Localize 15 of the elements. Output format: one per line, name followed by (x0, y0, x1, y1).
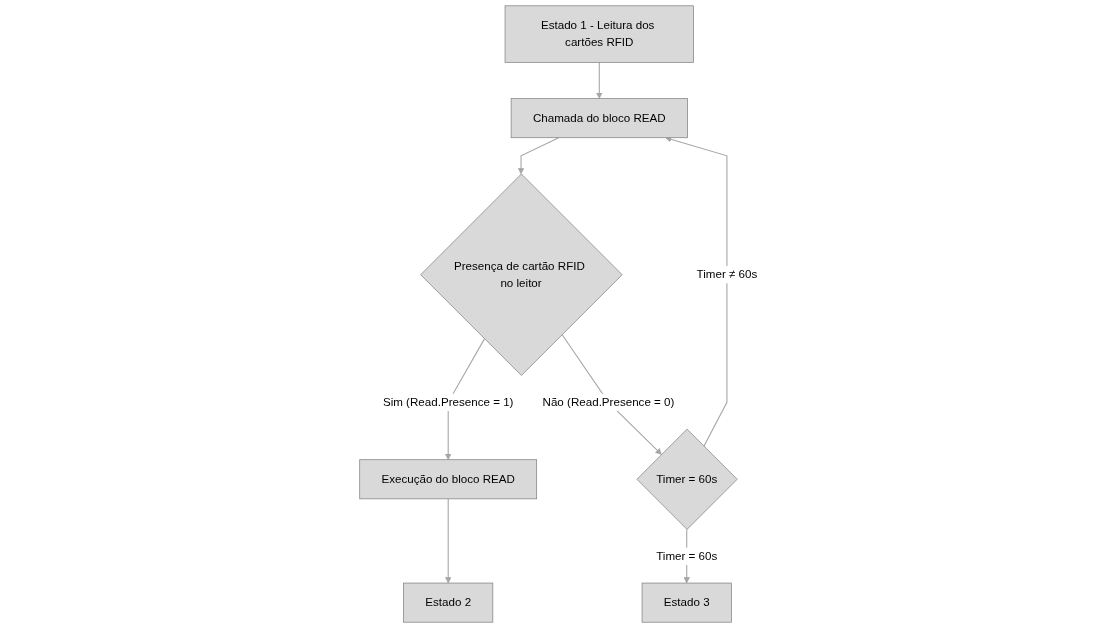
node-box: Estado 2 (403, 582, 494, 623)
node-diamond: Timer = 60s (636, 428, 738, 530)
arrow (596, 61, 603, 99)
node-box: Estado 1 - Leitura dos cartões RFID (504, 5, 694, 63)
node-box: Estado 3 (641, 582, 732, 623)
arrow (517, 137, 560, 175)
edge-label: Timer = 60s (656, 549, 718, 563)
node-diamond: Presença de cartão RFID no leitor (420, 173, 623, 376)
edge-label: Timer ≠ 60s (696, 268, 758, 281)
edge-label: Não (Read.Presence = 0) (542, 395, 675, 409)
edge-label: Sim (Read.Presence = 1) (382, 395, 514, 409)
node-box: Execução do bloco READ (359, 459, 538, 500)
arrow (665, 136, 728, 447)
node-box: Chamada do bloco READ (510, 98, 688, 139)
arrow (445, 498, 452, 584)
